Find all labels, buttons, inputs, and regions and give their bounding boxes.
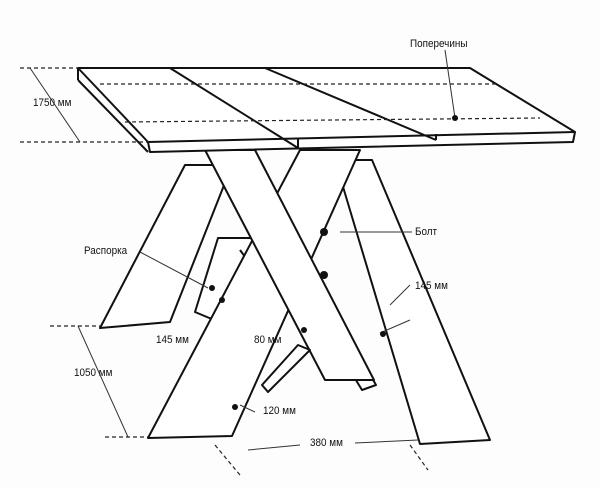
board-divider: [169, 67, 299, 149]
top-width-label: 1750 мм: [33, 97, 72, 109]
bolt-icon: [320, 271, 328, 279]
brace-offset-right-label: 145 мм: [415, 280, 448, 292]
front-leg-a: [147, 149, 361, 439]
bolt-spacing-label: 80 мм: [254, 334, 282, 346]
height-label: 1050 мм: [74, 367, 113, 379]
foot-offset-label: 120 мм: [263, 405, 296, 417]
brace-label: Распорка: [84, 245, 128, 257]
leg-foot-width-label: 380 мм: [310, 437, 343, 449]
table-top: [77, 67, 576, 153]
cleat: [261, 344, 311, 393]
board-divider: [264, 67, 437, 141]
back-right-leg: [334, 159, 491, 445]
bolt-label: Болт: [415, 226, 438, 238]
crossbar-line: [124, 117, 541, 123]
bolt-icon: [320, 228, 328, 236]
crossbars-label: Поперечины: [410, 38, 468, 50]
brace-offset-left-label: 145 мм: [156, 334, 189, 346]
